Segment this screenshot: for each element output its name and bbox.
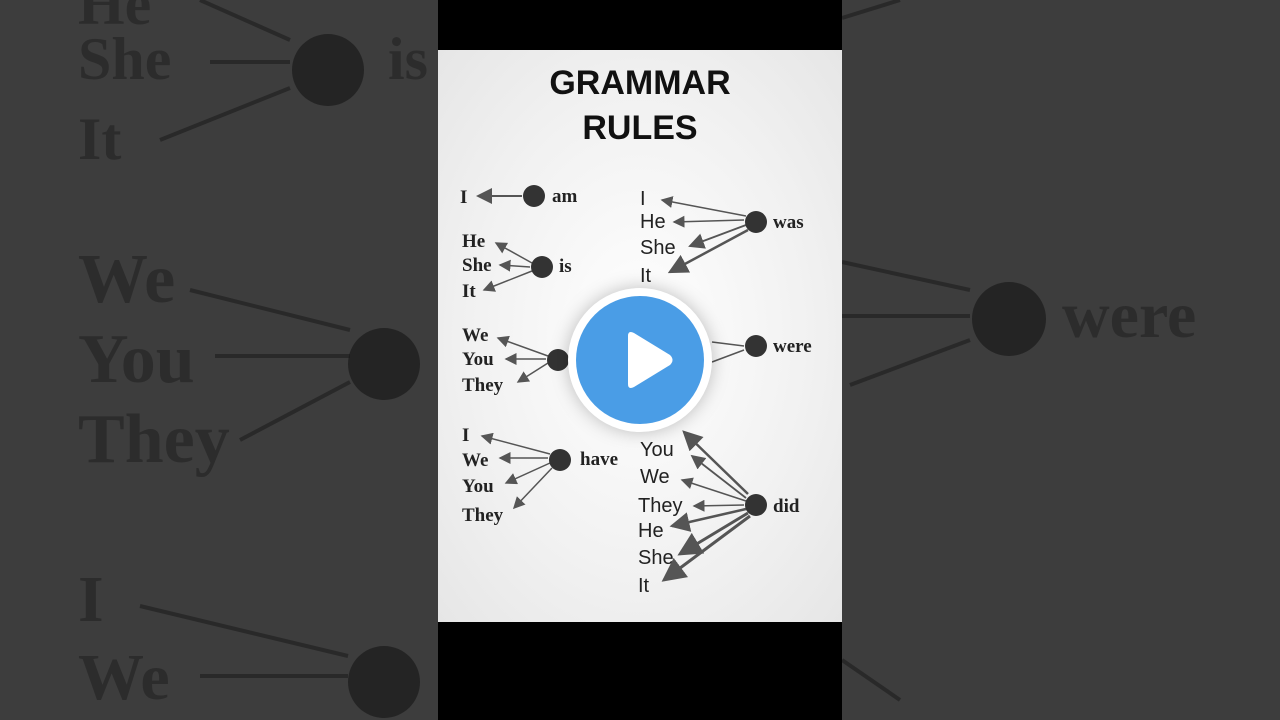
subject-word: It bbox=[462, 281, 476, 302]
bg-word: were bbox=[1062, 279, 1197, 352]
grammar-diagram: I am He She It is We You They bbox=[460, 185, 812, 597]
bg-word: They bbox=[78, 401, 230, 478]
subject-word: We bbox=[462, 325, 488, 346]
subject-word: You bbox=[462, 476, 494, 497]
group-have: I We You They have bbox=[462, 425, 618, 526]
title-line-1: GRAMMAR bbox=[549, 64, 731, 102]
verb-dot bbox=[745, 211, 767, 233]
bottom-bar bbox=[438, 622, 842, 720]
subject-word: We bbox=[640, 466, 670, 488]
subject-word: You bbox=[462, 349, 494, 370]
subject-word: They bbox=[462, 505, 504, 526]
subject-word: She bbox=[640, 237, 676, 259]
bg-dot bbox=[972, 282, 1046, 356]
group-was: I He She It was bbox=[640, 188, 804, 287]
bg-word: is bbox=[388, 26, 429, 92]
bg-word: I bbox=[78, 563, 104, 636]
play-button-circle[interactable] bbox=[576, 296, 704, 424]
subject-word: He bbox=[640, 211, 666, 233]
play-icon bbox=[628, 332, 673, 388]
play-button[interactable] bbox=[568, 288, 712, 432]
subject-word: She bbox=[638, 547, 674, 569]
bg-dot bbox=[348, 328, 420, 400]
verb-word: am bbox=[552, 186, 578, 207]
bg-word: It bbox=[78, 106, 122, 172]
subject-word: They bbox=[638, 495, 682, 517]
bg-word: He bbox=[78, 0, 152, 37]
bg-word: You bbox=[78, 321, 195, 398]
group-is: He She It is bbox=[462, 231, 572, 302]
group-did: You We They He She It did bbox=[638, 430, 800, 597]
top-bar bbox=[438, 0, 842, 50]
group-am: I am bbox=[460, 185, 578, 208]
bg-word: We bbox=[78, 641, 170, 714]
verb-dot bbox=[531, 256, 553, 278]
verb-word: were bbox=[773, 336, 812, 357]
group-were: were bbox=[711, 335, 812, 363]
subject-word: It bbox=[638, 575, 650, 597]
subject-word: We bbox=[462, 450, 488, 471]
bg-word: We bbox=[78, 241, 176, 318]
verb-dot bbox=[523, 185, 545, 207]
subject-word: She bbox=[462, 255, 492, 276]
subject-word: I bbox=[462, 425, 469, 446]
verb-dot bbox=[745, 335, 767, 357]
group-are: We You They bbox=[462, 325, 569, 396]
verb-dot bbox=[547, 349, 569, 371]
subject-word: He bbox=[638, 520, 664, 542]
bg-dot bbox=[348, 646, 420, 718]
subject-word: He bbox=[462, 231, 485, 252]
verb-word: is bbox=[559, 256, 572, 277]
verb-dot bbox=[745, 494, 767, 516]
verb-word: was bbox=[773, 212, 804, 233]
verb-word: have bbox=[580, 449, 618, 470]
title-line-2: RULES bbox=[582, 109, 698, 147]
subject-word: You bbox=[640, 439, 674, 461]
subject-word: I bbox=[640, 188, 646, 210]
subject-word: They bbox=[462, 375, 504, 396]
bg-dot bbox=[292, 34, 364, 106]
verb-word: did bbox=[773, 496, 800, 517]
subject-word: I bbox=[460, 187, 467, 208]
verb-dot bbox=[549, 449, 571, 471]
bg-word: She bbox=[78, 26, 172, 92]
subject-word: It bbox=[640, 265, 652, 287]
